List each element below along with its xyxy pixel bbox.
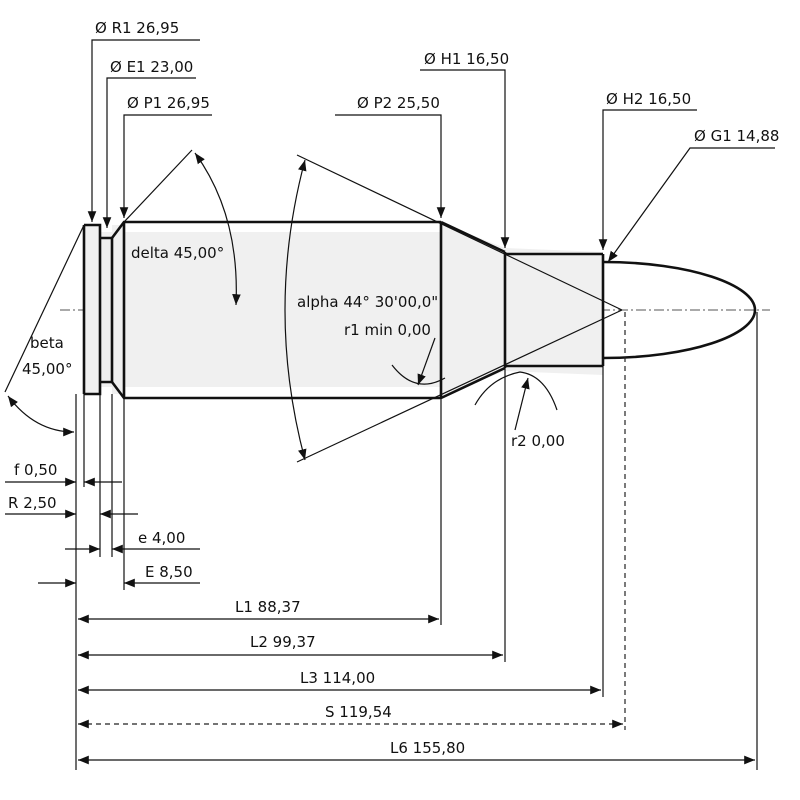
beta-line bbox=[4, 224, 85, 393]
l1-label: L1 88,37 bbox=[235, 598, 301, 616]
small-dimensions bbox=[5, 477, 200, 588]
p1-label: Ø P1 26,95 bbox=[127, 94, 210, 112]
p2-label: Ø P2 25,50 bbox=[357, 94, 440, 112]
length-dimensions bbox=[78, 614, 755, 765]
extension-lines bbox=[83, 312, 758, 770]
l3-label: L3 114,00 bbox=[300, 669, 375, 687]
alpha-line-top bbox=[296, 154, 623, 311]
shoulder-bottom bbox=[440, 366, 506, 400]
delta-arc bbox=[194, 152, 241, 306]
r1-leader-line bbox=[87, 39, 200, 222]
r2-arc bbox=[474, 371, 558, 411]
r-label: R 2,50 bbox=[8, 494, 57, 512]
beta-value-label: 45,00° bbox=[22, 360, 72, 378]
e1-leader-line bbox=[102, 77, 196, 228]
beta-name-label: beta bbox=[30, 334, 64, 352]
h1-label: Ø H1 16,50 bbox=[424, 50, 509, 68]
h2-leader-line bbox=[598, 109, 697, 250]
extractor-groove bbox=[100, 236, 114, 384]
r1-radius-label: r1 min 0,00 bbox=[344, 321, 431, 339]
r2-radius-label: r2 0,00 bbox=[511, 432, 565, 450]
diameter-leaders bbox=[87, 39, 775, 263]
beta-arc bbox=[7, 395, 75, 437]
alpha-line-bottom bbox=[296, 309, 623, 463]
bullet bbox=[602, 260, 757, 360]
delta-label: delta 45,00° bbox=[131, 244, 224, 262]
alpha-arc bbox=[284, 159, 307, 461]
e-small-label: e 4,00 bbox=[138, 529, 185, 547]
h1-leader-line bbox=[420, 69, 510, 248]
f-label: f 0,50 bbox=[14, 461, 57, 479]
l2-label: L2 99,37 bbox=[250, 633, 316, 651]
e-large-label: E 8,50 bbox=[145, 563, 193, 581]
g1-leader-line bbox=[607, 147, 775, 263]
delta-line bbox=[123, 149, 193, 223]
r1-label: Ø R1 26,95 bbox=[95, 19, 179, 37]
r1-leader bbox=[417, 337, 436, 386]
r1-arc bbox=[391, 364, 446, 385]
p1-leader-line bbox=[119, 114, 212, 218]
rim bbox=[84, 223, 102, 396]
r2-leader bbox=[514, 377, 530, 431]
h2-label: Ø H2 16,50 bbox=[606, 90, 691, 108]
p2-leader-line bbox=[335, 114, 446, 218]
l6-label: L6 155,80 bbox=[390, 739, 465, 757]
shoulder-top bbox=[440, 220, 506, 254]
e1-label: Ø E1 23,00 bbox=[110, 58, 193, 76]
s-label: S 119,54 bbox=[325, 703, 392, 721]
g1-label: Ø G1 14,88 bbox=[694, 127, 779, 145]
alpha-label: alpha 44° 30'00,0" bbox=[297, 293, 438, 311]
